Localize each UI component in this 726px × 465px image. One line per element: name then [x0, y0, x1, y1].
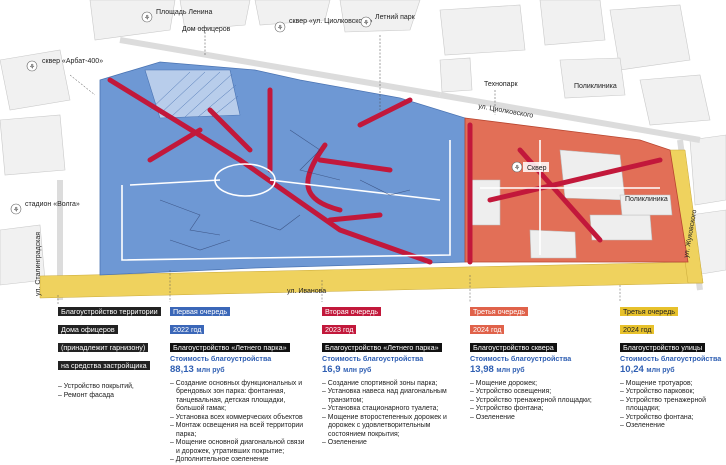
list-item: Создание спортивной зоны парка; — [322, 380, 462, 389]
phase-column-dom-ofitserov: Благоустройство территории Дома офицеров… — [58, 301, 161, 401]
cost-label: Стоимость благоустройства — [470, 354, 572, 363]
list-item: Мощение основной диагональной связи и до… — [170, 439, 310, 456]
svg-text:⚘: ⚘ — [13, 206, 19, 214]
label-poliklinika-1: Поликлиника — [574, 83, 617, 90]
phase-tag: Дома офицеров — [58, 325, 118, 334]
list-item: Озеленение — [620, 422, 724, 431]
label-dom-ofitserov: Дом офицеров — [182, 26, 231, 33]
label-ul-ivanova: ул. Иванова — [287, 288, 326, 295]
phase-column-first: Первая очередь 2022 год Благоустройство … — [170, 301, 310, 465]
tree-icon — [26, 60, 38, 72]
phase-column-second: Вторая очередь 2023 год Благоустройство … — [322, 301, 462, 448]
phase-tag: Благоустройство «Летнего парка» — [170, 343, 290, 352]
cost-unit: млн руб — [343, 366, 372, 374]
svg-text:⚘: ⚘ — [514, 164, 520, 172]
list-item: Мощение тротуаров; — [620, 380, 724, 389]
cost-unit: млн руб — [196, 366, 225, 374]
phase-tag: Благоустройство сквера — [470, 343, 557, 352]
list-item: Установка всех коммерческих объектов — [170, 414, 310, 423]
label-skver-arbat: сквер «Арбат-400» — [42, 57, 103, 65]
tree-icon — [141, 11, 153, 23]
list-item: Установка стационарного туалета; — [322, 405, 462, 414]
phase-tag: Третья очередь — [470, 307, 529, 316]
svg-text:⚘: ⚘ — [144, 14, 150, 22]
list-item: Дополнительное озеленение — [170, 456, 310, 465]
label-ploshchad-lenina: Площадь Ленина — [156, 9, 213, 16]
list-item: Устройство покрытий, — [58, 383, 158, 392]
label-poliklinika-2: Поликлиника — [625, 196, 668, 203]
label-stadion-volga: стадион «Волга» — [25, 201, 80, 208]
tree-icon — [360, 16, 372, 28]
phase-tag: Благоустройство территории — [58, 307, 161, 316]
svg-text:⚘: ⚘ — [363, 19, 369, 27]
tree-icon — [274, 21, 286, 33]
tree-icon — [511, 161, 523, 173]
context-buildings — [0, 0, 726, 286]
phase-tag: на средства застройщика — [58, 361, 150, 370]
phase-tag: Вторая очередь — [322, 307, 382, 316]
phase-tag: 2024 год — [620, 325, 655, 334]
list-item: Мощение дорожек; — [470, 380, 605, 389]
list-item: Устройство фонтана; — [470, 405, 605, 414]
cost-value: 10,24 — [620, 363, 644, 375]
cost-unit: млн руб — [496, 366, 525, 374]
phase-column-third-skver: Третья очередь 2024 год Благоустройство … — [470, 301, 605, 422]
phase-tag: Первая очередь — [170, 307, 231, 316]
list-item: Устройство освещения; — [470, 388, 605, 397]
list-item: Создание основных функциональных и бренд… — [170, 380, 310, 414]
list-item: Озеленение — [470, 414, 605, 423]
phase-column-third-street: Третья очередь 2024 год Благоустройство … — [620, 301, 724, 431]
label-tekhnopark: Технопарк — [484, 81, 518, 88]
phase-tag: 2022 год — [170, 325, 205, 334]
cost-label: Стоимость благоустройства — [170, 354, 272, 363]
cost-unit: млн руб — [646, 366, 675, 374]
phase-tag: Третья очередь — [620, 307, 679, 316]
list-item: Мощение второстепенных дорожек и дорожек… — [322, 414, 462, 440]
list-item: Установка навеса над диагональным транзи… — [322, 388, 462, 405]
svg-text:⚘: ⚘ — [29, 63, 35, 71]
phase-tag: Благоустройство «Летнего парка» — [322, 343, 442, 352]
cost-value: 16,9 — [322, 363, 341, 375]
label-letniy-park: Летний парк — [375, 13, 416, 21]
site-plan-map: ⚘ Площадь Ленина Дом офицеров ⚘ сквер «у… — [0, 0, 726, 304]
list-item: Ремонт фасада — [58, 392, 158, 401]
list-item: Устройство фонтана; — [620, 414, 724, 423]
white-paths — [121, 140, 660, 261]
list-item: Устройство тренажерной площадки; — [470, 397, 605, 406]
list-item: Устройство тренажерной площадки; — [620, 397, 724, 414]
label-skver: Сквер — [527, 165, 547, 172]
park-path-network — [159, 129, 411, 251]
tree-icon — [10, 203, 22, 215]
cost-value: 88,13 — [170, 363, 194, 375]
list-item: Озеленение — [322, 439, 462, 448]
cost-value: 13,98 — [470, 363, 494, 375]
hatch — [149, 71, 239, 118]
cost-label: Стоимость благоустройства — [322, 354, 424, 363]
phase-tag: (принадлежит гарнизону) — [58, 343, 149, 352]
label-ul-stalingradskaya: ул. Сталинградская — [35, 232, 42, 296]
list-item: Монтаж освещения на всей территории парк… — [170, 422, 310, 439]
label-skver-tsiolkovskogo: сквер «ул. Циолковского» — [289, 18, 373, 25]
list-item: Устройство парковок; — [620, 388, 724, 397]
phase-tag: Благоустройство улицы — [620, 343, 706, 352]
guide-lines — [57, 270, 621, 304]
cost-label: Стоимость благоустройства — [620, 354, 722, 363]
phase-tag: 2024 год — [470, 325, 505, 334]
phase-tag: 2023 год — [322, 325, 357, 334]
svg-text:⚘: ⚘ — [277, 24, 283, 32]
